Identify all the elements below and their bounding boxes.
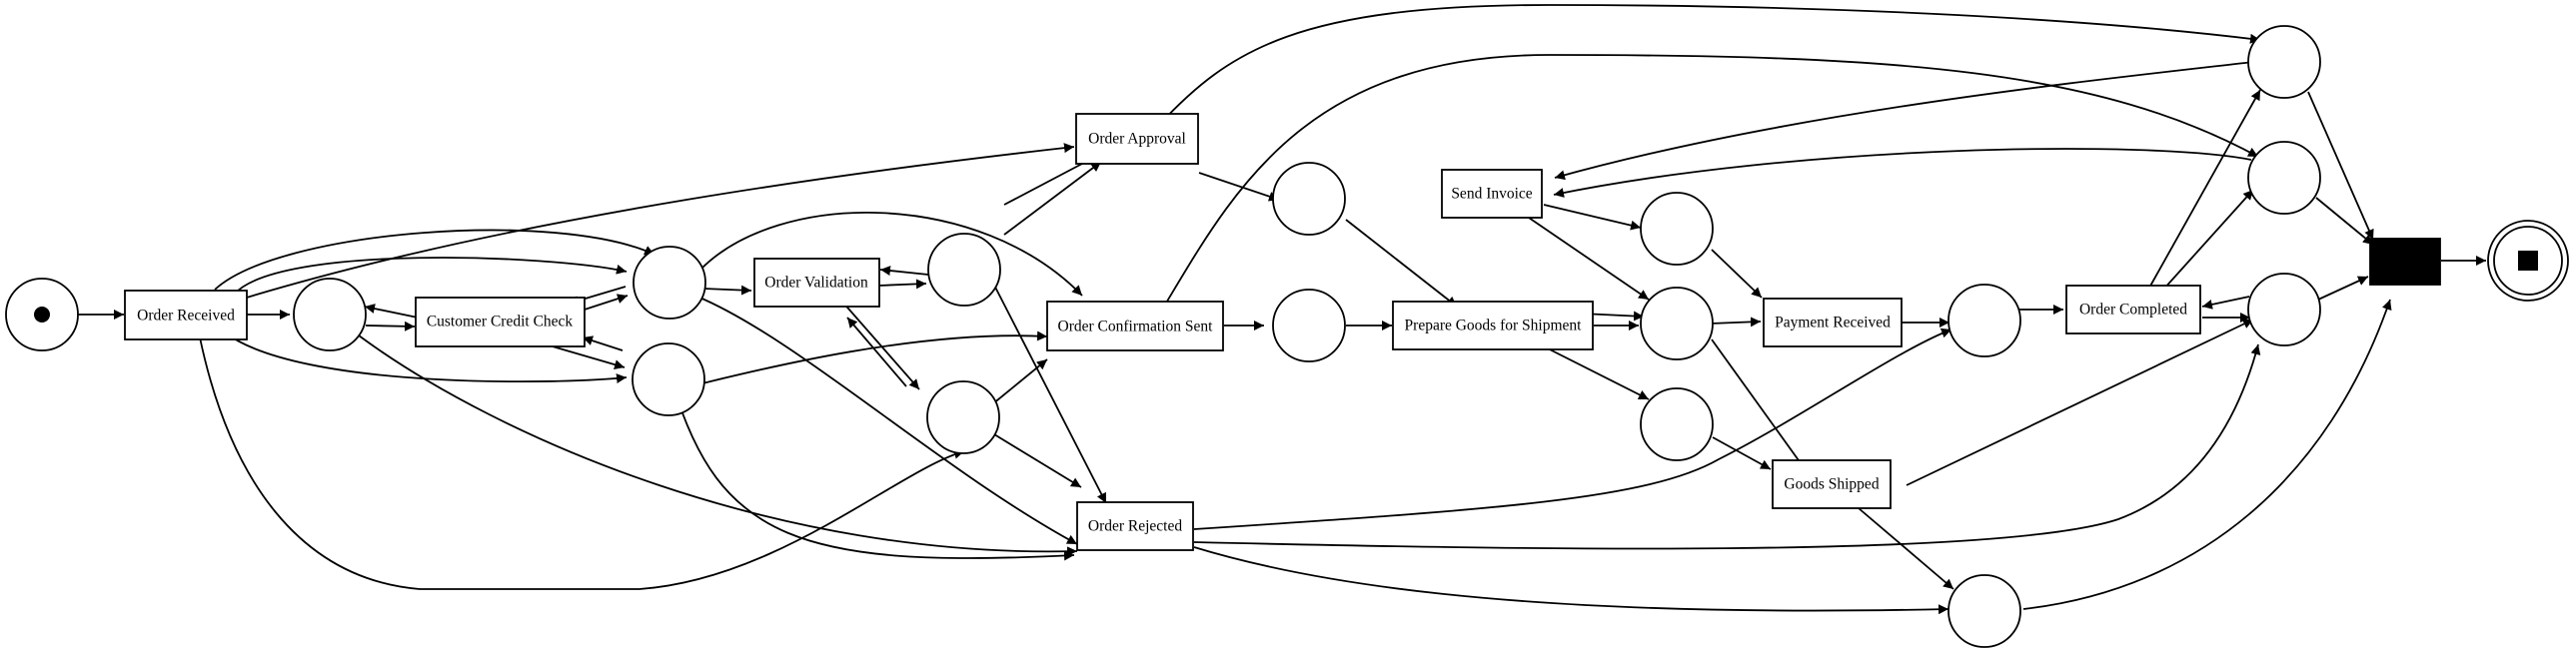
- label-order-rejected: Order Rejected: [1088, 518, 1182, 535]
- place-p13: [2247, 25, 2321, 99]
- transition-order-received: Order Received: [124, 290, 248, 340]
- arcs: [78, 4, 2486, 615]
- transition-order-validation: Order Validation: [753, 258, 880, 308]
- place-p2: [633, 246, 706, 320]
- place-p6: [1272, 162, 1346, 236]
- place-p12: [1947, 574, 2021, 648]
- place-p14: [2247, 141, 2321, 215]
- label-goods-shipped: Goods Shipped: [1784, 476, 1879, 493]
- places: [5, 25, 2569, 648]
- label-send-invoice: Send Invoice: [1451, 186, 1532, 203]
- token-icon: [34, 307, 50, 323]
- end-place: [2487, 220, 2569, 302]
- place-p1: [293, 278, 367, 351]
- place-p10: [1640, 387, 1714, 461]
- transition-order-completed: Order Completed: [2065, 285, 2201, 334]
- transition-send-invoice: Send Invoice: [1441, 169, 1543, 219]
- label-order-confirmation-sent: Order Confirmation Sent: [1058, 319, 1214, 335]
- label-customer-credit-check: Customer Credit Check: [427, 314, 574, 330]
- place-p9: [1640, 287, 1714, 360]
- place-p15: [2247, 273, 2321, 346]
- silent-transition: [2369, 238, 2441, 286]
- place-p11: [1947, 284, 2021, 357]
- stop-square-icon: [2518, 251, 2538, 271]
- transitions: Order Received Customer Credit Check Ord…: [124, 113, 2441, 551]
- transition-order-confirmation-sent: Order Confirmation Sent: [1046, 301, 1224, 351]
- start-place: [5, 278, 79, 351]
- label-order-received: Order Received: [137, 308, 235, 325]
- label-order-approval: Order Approval: [1088, 131, 1186, 148]
- transition-order-rejected: Order Rejected: [1076, 501, 1194, 551]
- label-order-completed: Order Completed: [2079, 302, 2187, 319]
- place-p8: [1640, 192, 1714, 266]
- label-prepare-goods-for-shipment: Prepare Goods for Shipment: [1405, 318, 1583, 334]
- transition-order-approval: Order Approval: [1075, 113, 1199, 165]
- transition-prepare-goods-for-shipment: Prepare Goods for Shipment: [1392, 301, 1594, 350]
- place-p3: [632, 342, 705, 416]
- transition-goods-shipped: Goods Shipped: [1772, 459, 1892, 509]
- label-payment-received: Payment Received: [1775, 315, 1891, 331]
- place-p5: [926, 380, 1000, 454]
- place-p4: [927, 233, 1001, 307]
- label-order-validation: Order Validation: [764, 275, 868, 292]
- transition-customer-credit-check: Customer Credit Check: [415, 297, 586, 347]
- place-p7: [1272, 289, 1346, 362]
- transition-payment-received: Payment Received: [1763, 298, 1903, 347]
